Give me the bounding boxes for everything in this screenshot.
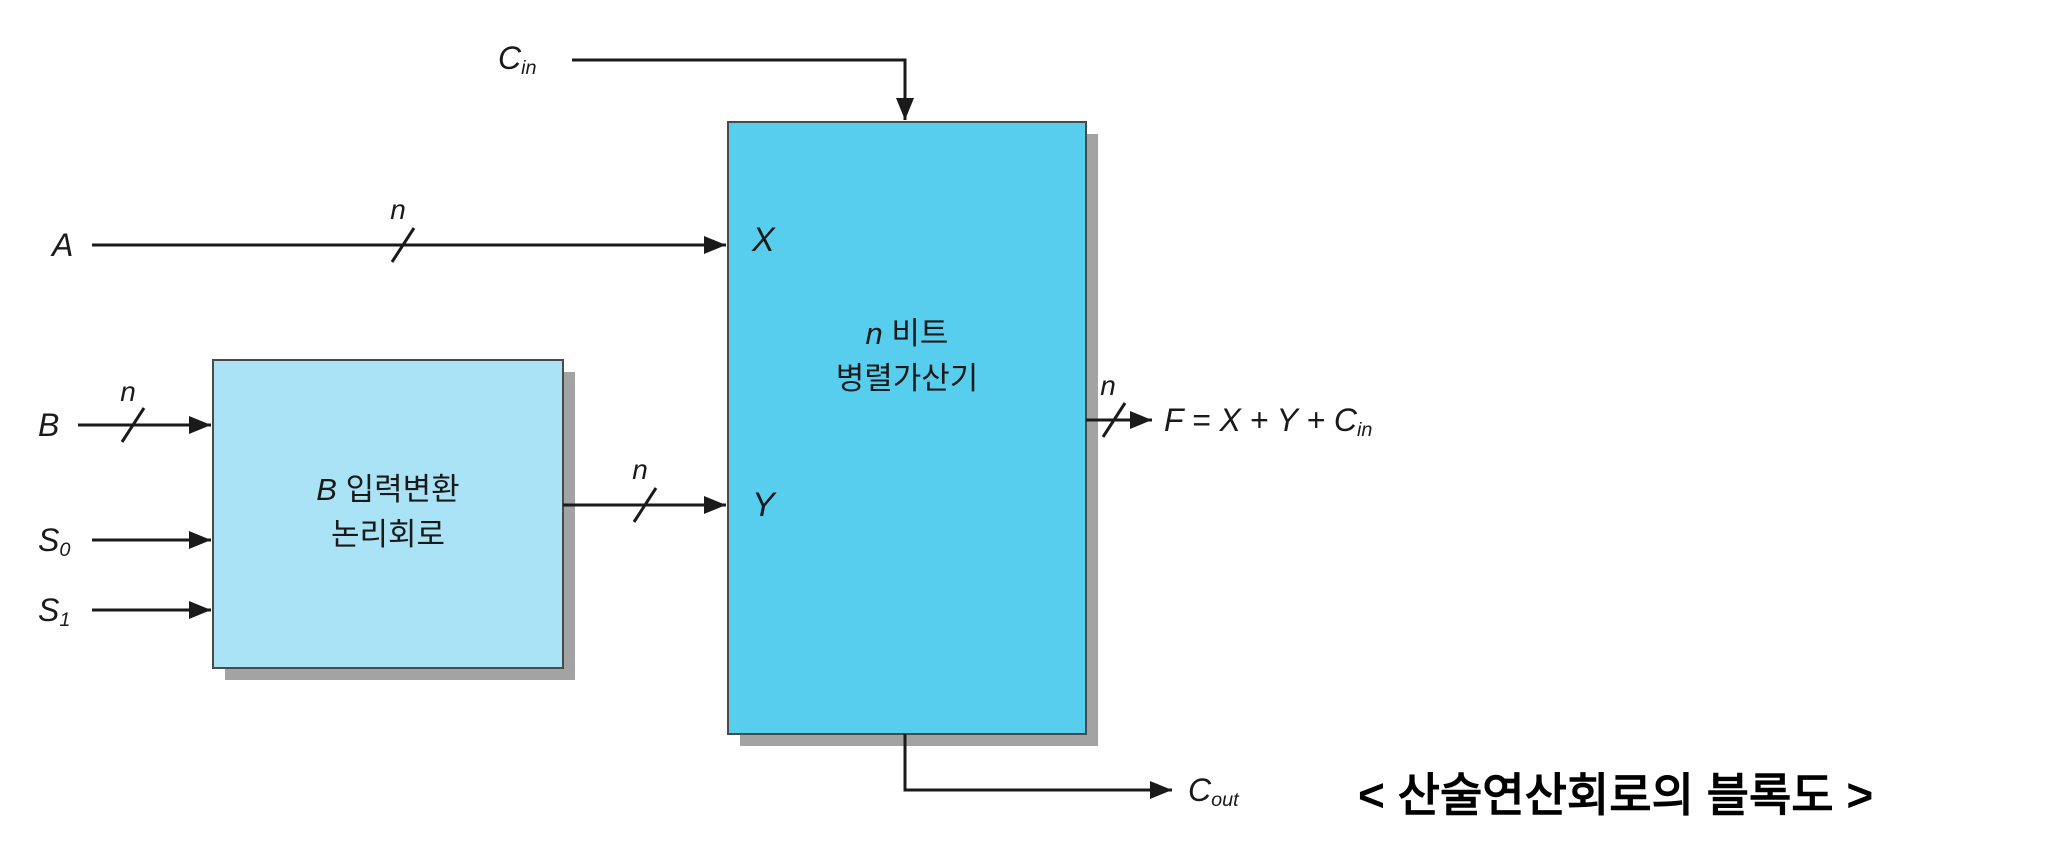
adder-title-line2: 병렬가산기 [835,360,979,396]
adder-title: n 비트 병렬가산기 [836,312,979,402]
b-logic-label: B 입력변환 논리회로 [316,468,459,558]
a-bus-width-label: n [390,194,406,225]
a-bus-slash [390,227,416,263]
f-output-label: F = X + Y + Cin [1164,402,1372,440]
cout-label-main: C [1188,772,1212,808]
diagram-caption: < 산술연산회로의 블록도 > [1358,769,1874,821]
s1-label-sub: 1 [59,608,71,631]
cout-output-label: Cout [1188,772,1239,810]
cin-wire [572,58,914,120]
cin-input-label: Cin [498,40,537,78]
adder-title-line1: n 비트 [836,312,979,357]
f-bus-slash [1101,402,1127,438]
cout-label-sub: out [1211,788,1239,811]
b-bus-width-label: n [120,376,136,407]
b-logic-box [212,359,564,669]
f-bus-width-label: n [1100,370,1116,401]
cin-label-sub: in [521,56,537,79]
b-logic-label-line1: B 입력변환 [316,468,459,513]
s1-label-main: S [38,592,60,628]
adder-port-x-label: X [752,221,775,259]
b-logic-label-var: B [316,472,337,507]
s1-input-label: S1 [38,592,70,630]
b-bus-slash [120,407,146,443]
b-input-label: B [38,407,60,443]
a-input-label: A [52,227,74,263]
s0-label-main: S [38,522,60,558]
cin-label-main: C [498,40,522,76]
y-bus-slash [632,487,658,523]
b-logic-label-line2: 논리회로 [330,516,446,552]
adder-box [727,121,1087,735]
adder-port-y-label: Y [752,486,775,524]
y-bus-width-label: n [632,454,648,485]
s0-label-sub: 0 [59,538,71,561]
b-logic-label-line1-rest: 입력변환 [336,472,460,507]
cout-wire [903,734,1172,799]
adder-title-var: n [865,316,883,351]
f-label-main: F = X + Y + C [1164,402,1358,438]
f-label-sub: in [1357,418,1373,441]
adder-title-line1-rest: 비트 [882,316,949,351]
s0-input-label: S0 [38,522,70,560]
